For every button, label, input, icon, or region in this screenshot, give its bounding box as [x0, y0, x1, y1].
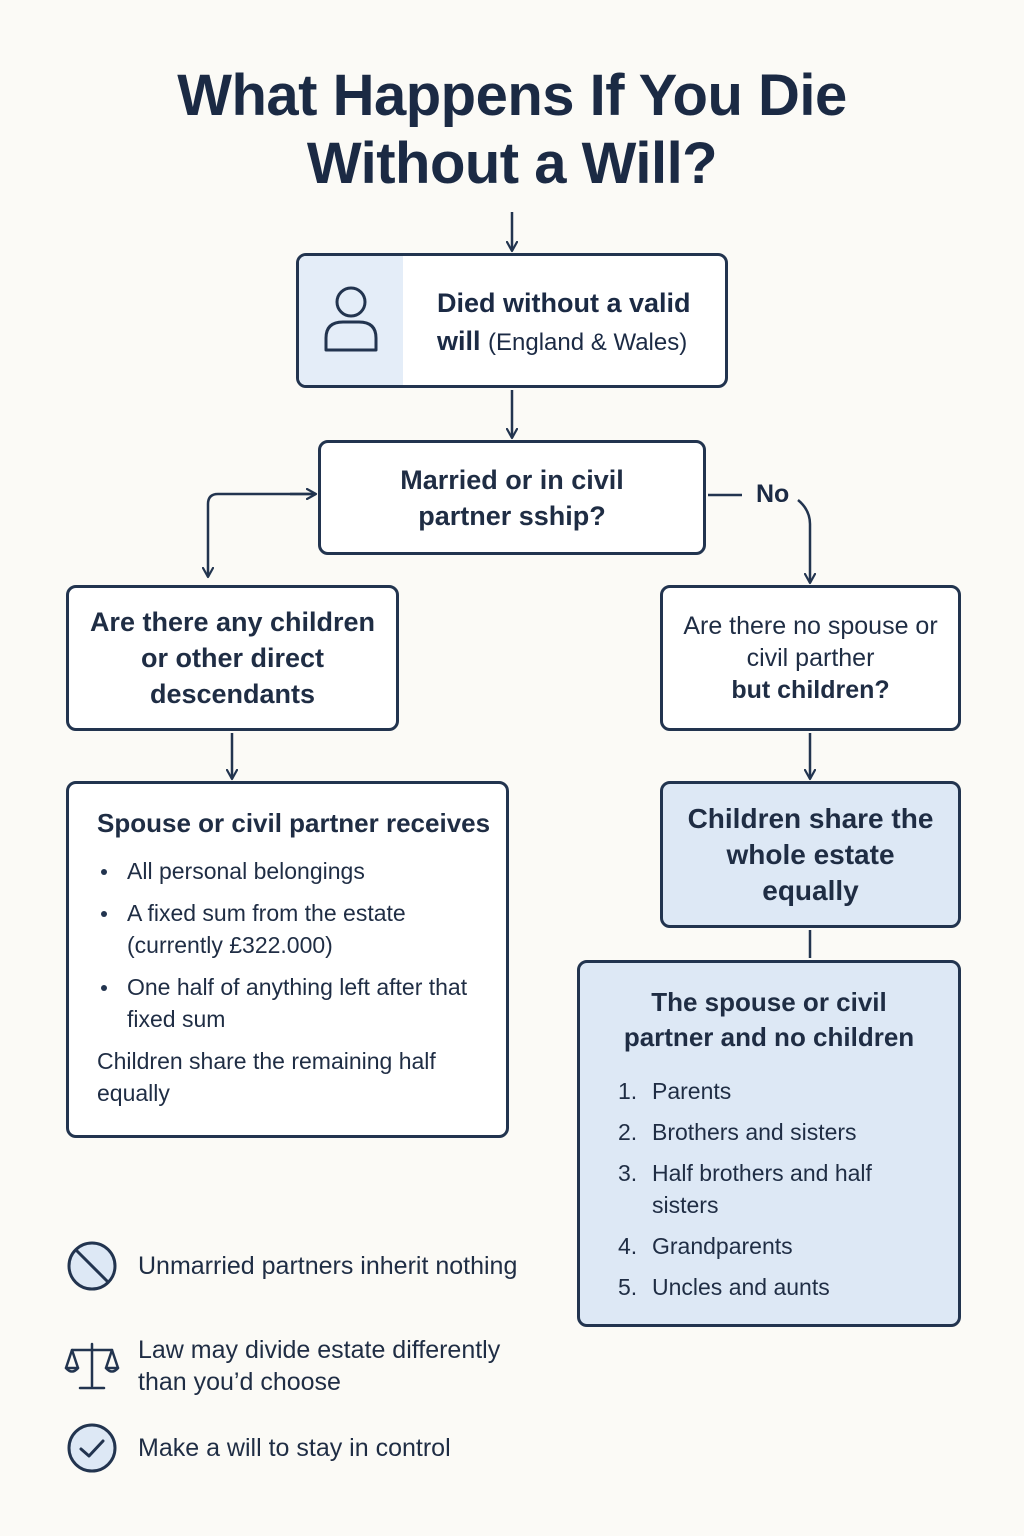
start-main: Died without a valid will	[437, 288, 691, 356]
spouse-outcome-node: Spouse or civil partner receives All per…	[66, 781, 509, 1138]
no-children-outcome-node: The spouse or civil partner and no child…	[577, 960, 961, 1327]
list-item: 5. Uncles and aunts	[618, 1271, 938, 1303]
page-title: What Happens If You Die Without a Will?	[0, 62, 1024, 198]
no-branch-label: No	[756, 480, 790, 508]
list-item: One half of anything left after that fix…	[97, 971, 496, 1035]
list-item: 2. Brothers and sisters	[618, 1116, 938, 1148]
prohibited-icon	[64, 1238, 120, 1294]
start-sub: (England & Wales)	[488, 329, 688, 356]
start-node: Died without a valid will (England & Wal…	[296, 253, 728, 388]
list-item: 1. Parents	[618, 1075, 938, 1107]
note-unmarried: Unmarried partners inherit nothing	[64, 1238, 524, 1294]
list-label: Uncles and aunts	[652, 1274, 830, 1300]
list-number: 3.	[618, 1160, 638, 1186]
arrow-no-to-nospouse	[797, 499, 810, 583]
list-number: 2.	[618, 1119, 638, 1145]
title-line-1: What Happens If You Die	[177, 63, 847, 128]
married-question-node: Married or in civil partner sship?	[318, 440, 706, 555]
list-label: Brothers and sisters	[652, 1119, 857, 1145]
list-number: 1.	[618, 1078, 638, 1104]
note-text: Make a will to stay in control	[138, 1434, 451, 1462]
married-question-text: Married or in civil partner sship?	[400, 464, 624, 531]
scales-icon	[64, 1338, 120, 1394]
list-label: Half brothers and half sisters	[652, 1160, 872, 1218]
list-label: Parents	[652, 1078, 732, 1104]
spouse-outcome-footer: Children share the remaining half equall…	[97, 1048, 436, 1106]
no-children-outcome-heading: The spouse or civil partner and no child…	[623, 987, 915, 1052]
children-outcome-text: Children share the whole estate equally	[687, 802, 934, 906]
children-outcome-node: Children share the whole estate equally	[660, 781, 961, 928]
list-number: 4.	[618, 1233, 638, 1259]
list-label: Grandparents	[652, 1233, 793, 1259]
note-text: Law may divide estate differently than y…	[138, 1336, 501, 1396]
children-question-node: Are there any children or other direct d…	[66, 585, 399, 731]
list-item: All personal belongings	[97, 855, 496, 887]
no-spouse-question-text: Are there no spouse or civil parther	[683, 612, 938, 672]
children-question-text: Are there any children or other direct d…	[89, 607, 376, 709]
list-item: 3. Half brothers and half sisters	[618, 1157, 938, 1221]
title-line-2: Without a Will?	[306, 131, 718, 196]
list-item: 4. Grandparents	[618, 1230, 938, 1262]
check-circle-icon	[64, 1420, 120, 1476]
arrow-married-to-children-question	[208, 492, 316, 577]
note-make-will: Make a will to stay in control	[64, 1420, 524, 1476]
start-text: Died without a valid will (England & Wal…	[437, 284, 725, 362]
spouse-outcome-heading: Spouse or civil partner receives	[97, 808, 491, 838]
person-icon	[321, 282, 381, 359]
list-item: A fixed sum from the estate (currently £…	[97, 897, 496, 961]
no-spouse-question-bold: but children?	[731, 676, 890, 704]
start-icon-panel	[299, 256, 403, 385]
spouse-outcome-list: All personal belongings A fixed sum from…	[97, 855, 496, 1035]
note-law: Law may divide estate differently than y…	[64, 1334, 524, 1398]
no-children-outcome-list: 1. Parents 2. Brothers and sisters 3. Half …	[618, 1075, 938, 1303]
list-number: 5.	[618, 1274, 638, 1300]
no-spouse-question-node: Are there no spouse or civil parther but…	[660, 585, 961, 731]
note-text: Unmarried partners inherit nothing	[138, 1252, 518, 1280]
